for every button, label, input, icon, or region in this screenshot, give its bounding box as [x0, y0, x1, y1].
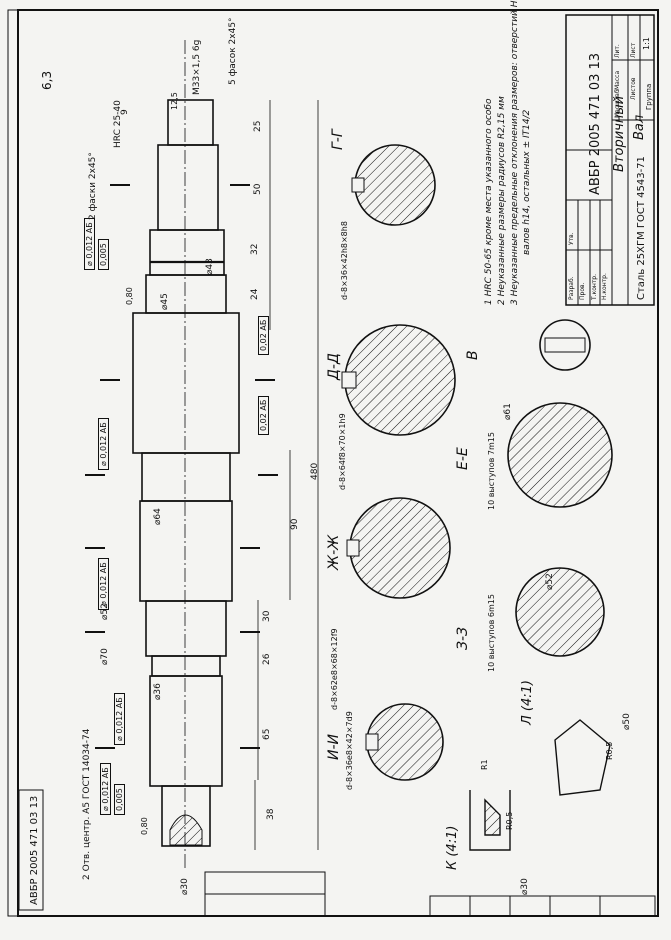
section-i-label: И-И	[326, 734, 342, 760]
tolerance-8: 0,005	[114, 784, 125, 815]
roughness-symbol: 6,3	[40, 70, 54, 90]
dim-l-phi50: ⌀50	[622, 713, 632, 730]
spline-e: 10 выступов 7m15	[487, 432, 496, 510]
section-z-label: З-З	[455, 626, 471, 650]
tb-lit: Лит.	[614, 44, 621, 58]
view-v	[539, 319, 591, 371]
left-stamp	[18, 789, 44, 911]
tb-scale: Масштаб	[614, 89, 621, 118]
dim-480: 480	[310, 462, 320, 480]
note-2: 2 Неуказанные размеры радиусов R2,15 мм	[497, 96, 507, 305]
note-3: 3 Неуказанные предельные отклонения разм…	[510, 0, 520, 305]
tb-chk: Пров.	[579, 282, 586, 300]
tb-nctl: Н.контр.	[601, 273, 608, 300]
dim-24: 24	[250, 288, 260, 300]
title-block	[565, 14, 655, 306]
dim-65: 65	[262, 728, 272, 740]
group-label: Группа	[645, 83, 653, 110]
detail-l-label: Л (4:1)	[520, 680, 535, 725]
tolerance-9: ⌀ 0,012 АБ	[100, 763, 111, 815]
chamfer-top: 5 фасок 2х45°	[228, 17, 238, 85]
dim-phi64: ⌀64	[153, 508, 163, 525]
rough-080: 0,80	[125, 287, 134, 305]
dimension-lines	[254, 100, 319, 850]
detail-k-view	[469, 790, 511, 851]
tolerance-4: ⌀ 0,012 АБ	[98, 558, 109, 610]
dim-32: 32	[250, 243, 260, 255]
dim-k-phi30: ⌀30	[520, 878, 530, 895]
tb-tctl: Т.контр.	[591, 273, 598, 300]
dim-e-phi61: ⌀61	[503, 403, 513, 420]
bottom-stamps	[204, 871, 656, 917]
chamfer-2: 2 фаски 2х45°	[88, 152, 98, 220]
section-g-view	[351, 144, 436, 226]
stamp-code: АВБР 2005 471 03 13	[29, 795, 40, 905]
section-z-view	[515, 567, 605, 657]
dim-phi36: ⌀36	[153, 683, 163, 700]
dim-r05b: R0,5	[605, 741, 614, 760]
dim-25: 25	[253, 120, 263, 132]
thread-label: М33×1,5 6g	[192, 39, 202, 95]
tolerance-6: 0,02 АБ	[258, 395, 269, 435]
spline-zh: d-8×62e8×68×12f9	[330, 628, 339, 710]
section-zh-view	[346, 497, 451, 599]
spline-i: d-8×36e8×42×7d9	[345, 711, 354, 790]
tb-sheet: Лист	[630, 42, 637, 58]
shaft-main-view	[132, 40, 240, 870]
tb-dev: Разраб.	[568, 276, 575, 300]
section-i-view	[365, 703, 444, 781]
detail-l-view	[554, 719, 611, 796]
spline-z: 10 выступов 6m15	[487, 594, 496, 672]
dim-r05: R0,5	[505, 811, 514, 830]
detail-k-label: К (4:1)	[445, 825, 460, 870]
centers-note: 2 Отв. центр. А5 ГОСТ 14034-74	[82, 728, 92, 880]
dim-9: 9	[120, 109, 130, 115]
tb-appr: Утв.	[568, 232, 575, 245]
tolerance-5: 0,02 АБ	[258, 315, 269, 355]
dim-26: 26	[262, 653, 272, 665]
dim-phi30: ⌀30	[180, 878, 190, 895]
note-4: валов h14, остальных ± IT14/2	[522, 109, 532, 255]
section-zh-label: Ж-Ж	[326, 534, 342, 570]
dim-30: 30	[262, 610, 272, 622]
hrc-note: HRC 25-40	[113, 100, 123, 148]
material: Сталь 25ХГМ ГОСТ 4543-71	[636, 156, 647, 300]
scale: 1:1	[642, 37, 651, 50]
tb-sheets: Листов	[630, 77, 637, 100]
tolerance-7: ⌀ 0,012 АБ	[114, 693, 125, 745]
tolerance-3: ⌀ 0,012 АБ	[98, 418, 109, 470]
tolerance-2: 0,005	[98, 239, 109, 270]
section-d-label: Д-Д	[326, 353, 342, 380]
section-e-label: Е-Е	[455, 447, 471, 470]
section-g-label: Г-Г	[330, 129, 346, 150]
note-1: 1 HRC 50-65 кроме места указанного особо	[484, 98, 494, 305]
spline-d: d-8×64f8×70×1h9	[338, 413, 347, 490]
dim-90: 90	[290, 518, 300, 530]
dim-z-phi52: ⌀52	[545, 573, 555, 590]
dim-38: 38	[266, 808, 276, 820]
dim-phi70: ⌀70	[100, 648, 110, 665]
dim-r1: R1	[480, 759, 489, 770]
tb-mass: Масса	[614, 70, 621, 90]
dim-50: 50	[253, 183, 263, 195]
section-markers	[85, 184, 278, 749]
tolerance-1: ⌀ 0,012 АБ	[84, 218, 95, 270]
dim-phi43: ⌀43	[205, 258, 215, 275]
drawing-code: АВБР 2005 471 03 13	[588, 52, 603, 195]
section-e-view	[507, 402, 613, 508]
spline-g: d-8×36×42h8×8h8	[340, 221, 349, 300]
rough-080b: 0,80	[140, 817, 149, 835]
rough-125: 12,5	[170, 92, 179, 110]
binding-margin	[7, 9, 19, 917]
dim-phi45: ⌀45	[160, 293, 170, 310]
view-v-label: В	[465, 350, 481, 360]
part-name-2: Вал	[632, 114, 647, 140]
center-hole-section	[169, 814, 203, 846]
section-d-view	[341, 324, 456, 436]
